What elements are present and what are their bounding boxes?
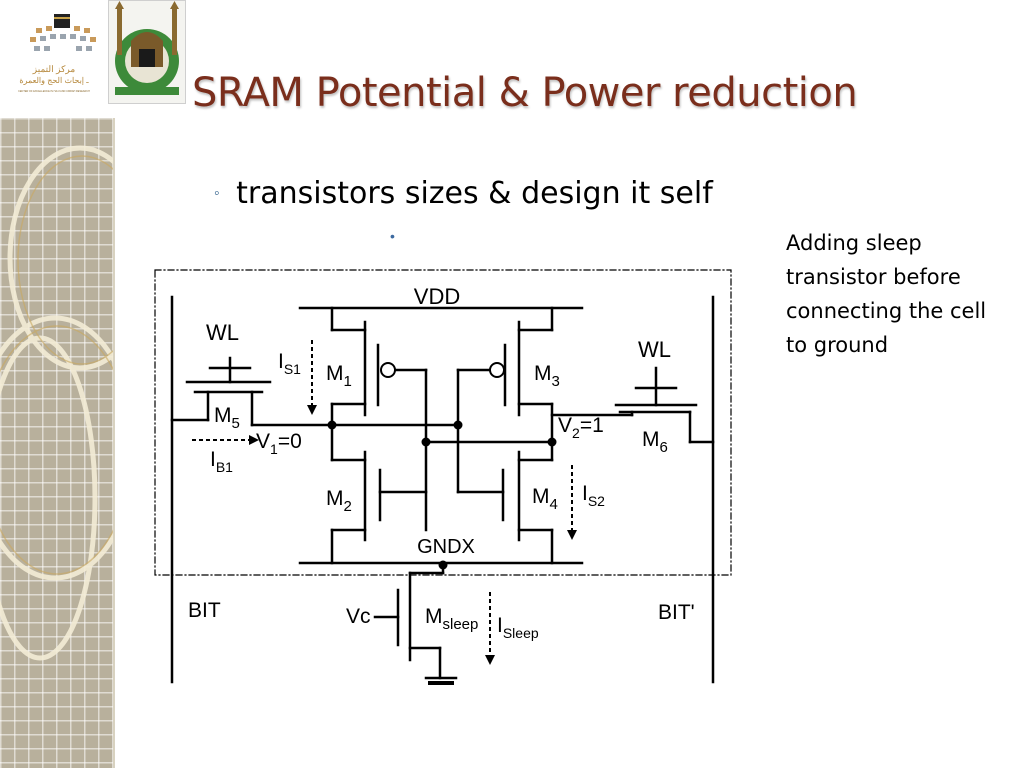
m3-label: M3 — [534, 362, 560, 390]
bit-label: BIT — [188, 599, 221, 622]
decorative-sidebar — [0, 118, 113, 768]
m5-label: M5 — [214, 404, 240, 432]
side-note: Adding sleep transistor before connectin… — [786, 231, 987, 357]
bit-bar-label: BIT' — [658, 601, 695, 624]
vc-label: Vc — [346, 605, 371, 628]
ib1-label: IB1 — [210, 448, 233, 475]
university-logo — [108, 0, 186, 104]
wl-left-label: WL — [206, 320, 239, 345]
slide-title: SRAM Potential & Power reduction — [192, 70, 858, 116]
bullet-text: transistors sizes & design it self — [236, 176, 713, 211]
empty-sub-bullet-icon: • — [390, 228, 395, 244]
sidebar-swirl-graphic — [0, 145, 113, 661]
gndx-label: GNDX — [417, 536, 475, 558]
logo-english-line: CENTER OF EXCELLENCE IN HAJJ AND UMRAH R… — [18, 90, 90, 93]
m1-label: M1 — [326, 362, 352, 390]
v1-label: V1=0 — [256, 430, 302, 457]
logo-arabic-line-1: مركز التميز — [32, 64, 76, 75]
is2-label: IS2 — [582, 482, 605, 509]
v2-label: V2=1 — [558, 414, 604, 441]
circuit-wires — [154, 269, 732, 685]
sidebar-edge — [113, 118, 115, 768]
isleep-label: ISleep — [497, 614, 539, 641]
excellence-center-logo: مركز التميز ـ إبحاث الحج والعمرة CENTER … — [18, 14, 96, 93]
bullet-item: ◦ transistors sizes & design it self — [214, 176, 713, 211]
vdd-label: VDD — [414, 284, 460, 309]
wl-right-label: WL — [638, 337, 671, 362]
is1-label: IS1 — [278, 350, 301, 377]
logo-arabic-line-2: ـ إبحاث الحج والعمرة — [19, 76, 89, 85]
junction-dots — [327, 420, 557, 570]
cell-boundary-box — [154, 269, 732, 576]
m3-gate-bubble — [489, 362, 505, 378]
m2-label: M2 — [326, 487, 352, 515]
bullet-circle-icon: ◦ — [214, 184, 220, 202]
m4-label: M4 — [532, 485, 558, 513]
sram-cell-circuit-diagram: VDD GNDX WL WL M1 M2 M3 M4 M5 M6 Msleep … — [154, 269, 732, 685]
m1-gate-bubble — [380, 362, 396, 378]
m6-label: M6 — [642, 428, 668, 456]
msleep-label: Msleep — [425, 605, 478, 633]
